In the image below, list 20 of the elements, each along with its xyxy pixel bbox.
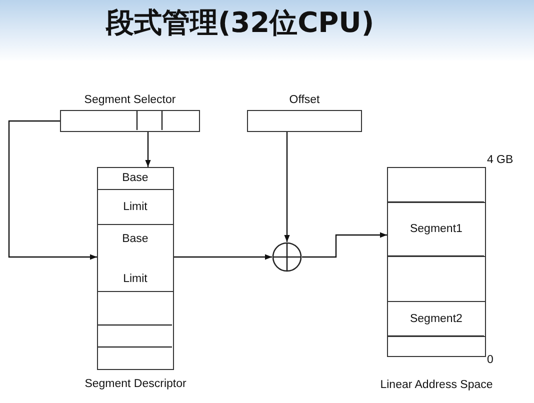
heading-label: Segment Selector	[83, 94, 177, 108]
table-row	[386, 300, 486, 337]
cell-label: Base	[122, 232, 148, 245]
arrow	[8, 120, 97, 260]
arrow	[302, 232, 387, 258]
table-row	[386, 202, 486, 257]
arrow	[284, 132, 290, 242]
address-label: 0	[486, 354, 494, 366]
cell-label: Segment1	[410, 223, 462, 236]
cell-label: Limit	[123, 272, 148, 285]
address-label: 4 GB	[486, 154, 514, 166]
heading-label: Linear Address Space	[379, 378, 494, 392]
cell-label: Limit	[123, 200, 148, 213]
title: 段式管理(32位CPU)	[104, 5, 376, 41]
heading-label: Segment Descriptor	[84, 378, 188, 391]
arrow	[145, 132, 151, 167]
arrow	[174, 254, 272, 260]
heading-label: Offset	[288, 94, 321, 108]
cell-label: Segment2	[410, 312, 462, 325]
cell-label: Base	[122, 172, 148, 184]
